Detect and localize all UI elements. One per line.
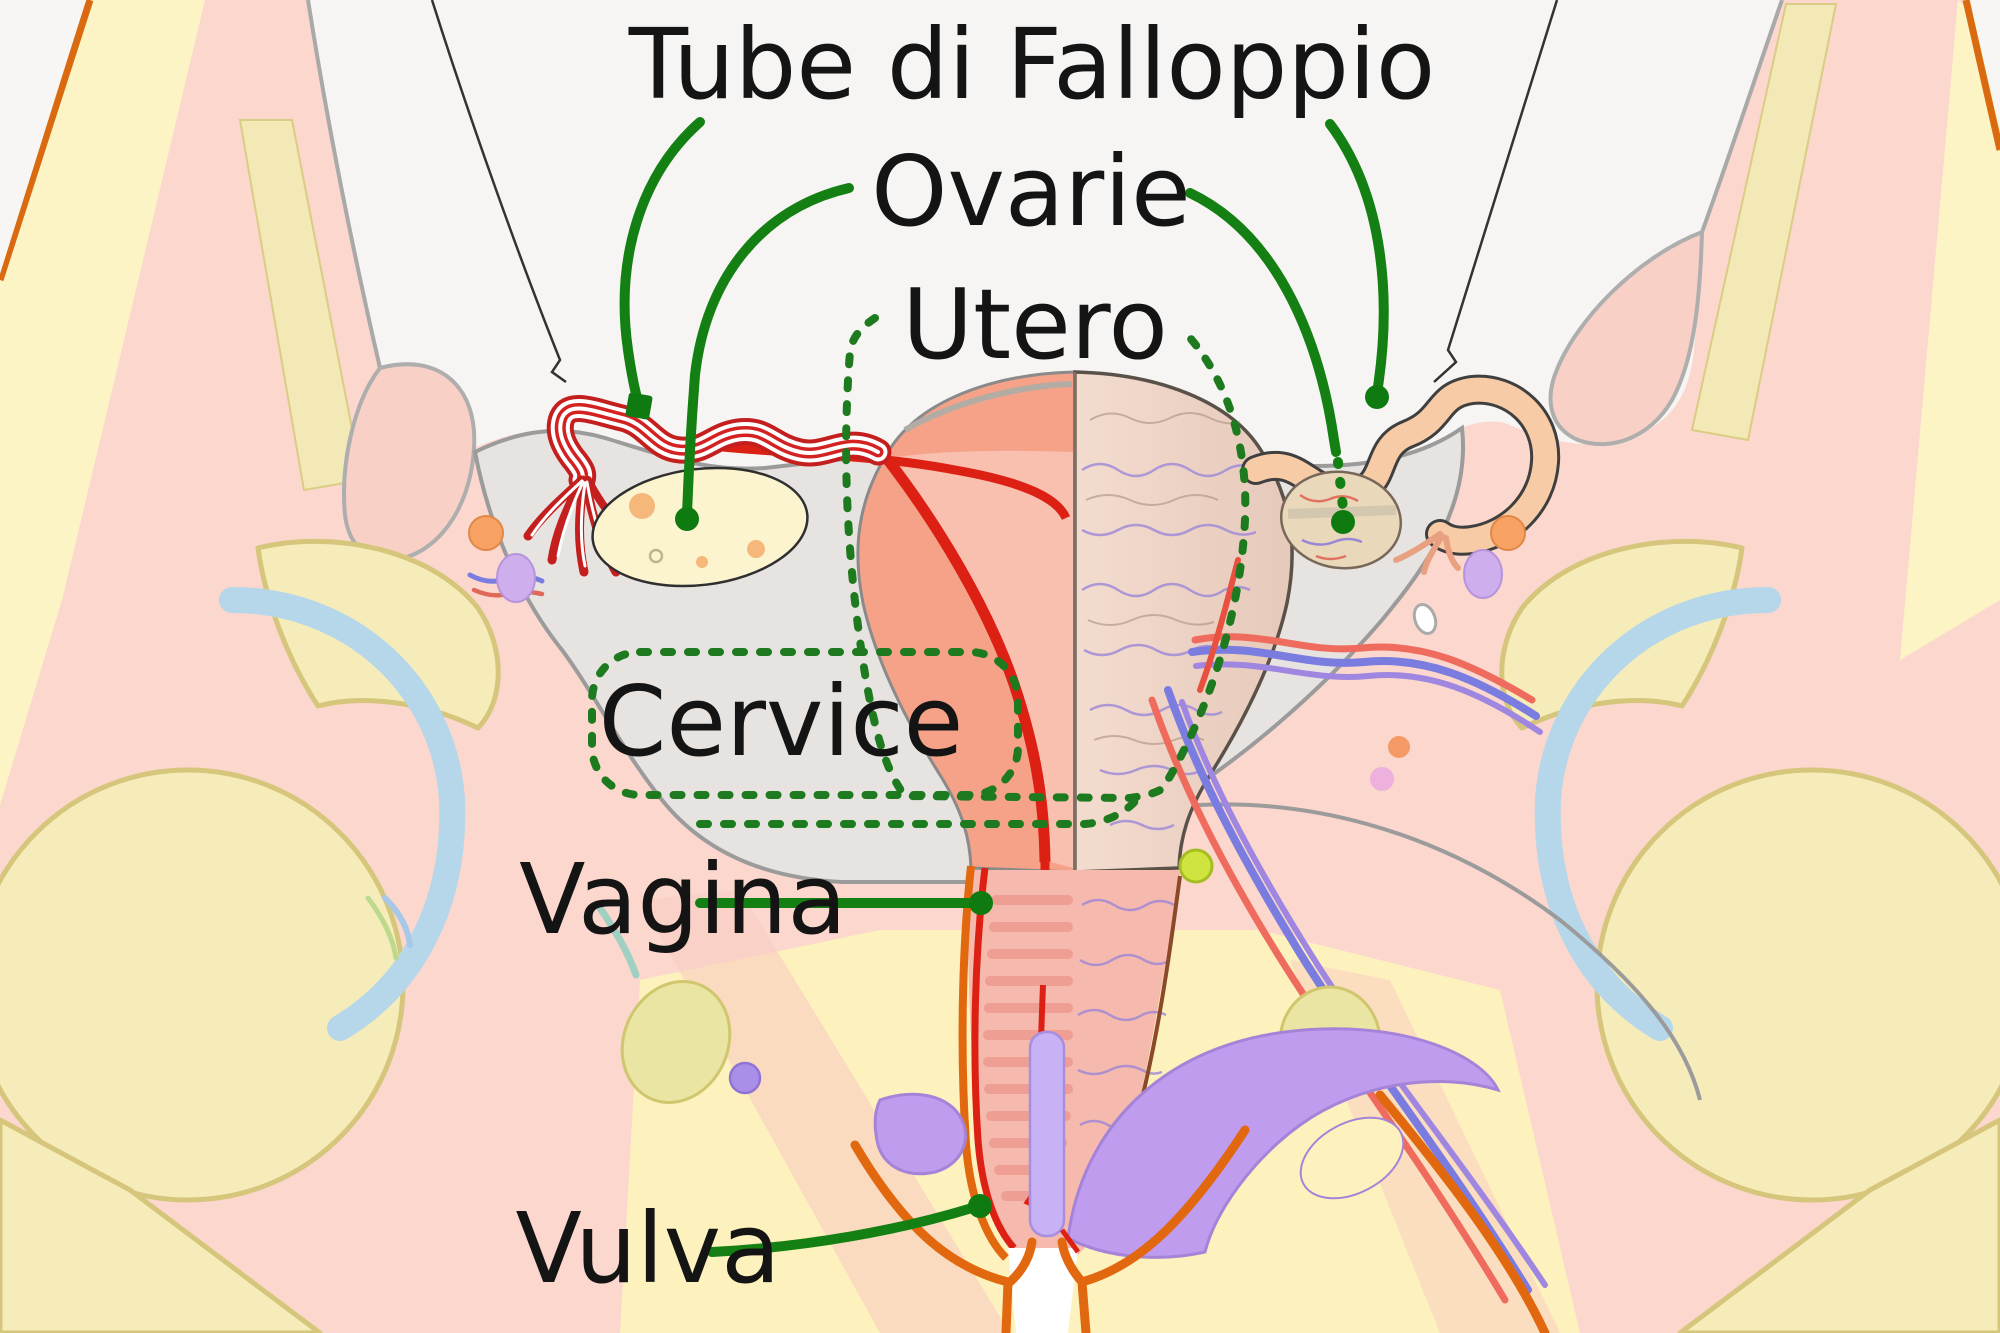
ovary-left-endpoint (675, 507, 699, 531)
vulva (850, 1090, 1550, 1333)
left-fat-band (0, 0, 205, 805)
right-labia-line (1077, 1125, 1250, 1333)
leader-tube-left (619, 117, 705, 410)
label-cervice: Cervice (599, 665, 964, 778)
pelvic-vessels (467, 557, 1548, 1304)
utero-dotted-outline (842, 314, 1250, 803)
left-femur-shaft (0, 1117, 323, 1333)
left-hip-cartilage (219, 587, 466, 1041)
node-lavender-right (1463, 549, 1503, 599)
label-vagina: Vagina (519, 843, 847, 956)
vulva-endpoint (968, 1194, 992, 1218)
right-groin-crease (1375, 1090, 1550, 1333)
ovary-right-endpoint (1331, 510, 1355, 534)
left-suspensory-ligament-line (430, 0, 567, 384)
node-purple-left (728, 1061, 762, 1095)
left-inner-labia (1005, 1237, 1037, 1287)
left-femur-head (0, 767, 406, 1203)
small-blue-line (382, 895, 413, 948)
node-orange-right (1490, 515, 1526, 551)
right-inner-labia (1057, 1237, 1087, 1287)
levator-ani-left (873, 1092, 968, 1176)
vagina-body (967, 870, 1180, 1262)
vagina-orange-wall-left (958, 865, 1009, 1261)
leader-ovary-left (682, 183, 854, 519)
label-ovarie: Ovarie (871, 135, 1191, 248)
leader-tube-right (1325, 119, 1389, 398)
muscle-arch-opening (1299, 1116, 1405, 1200)
right-fimbriae (1393, 531, 1461, 575)
cervice-dotted-box (588, 648, 1022, 799)
pelvic-floor-edge (1161, 802, 1702, 1101)
uterine-cavity (890, 450, 1073, 868)
leader-vulva (707, 1203, 977, 1257)
follicle (629, 493, 655, 519)
cervix-dotted-extension (696, 791, 1144, 828)
node-green-right (1178, 848, 1214, 884)
leader-endpoints (625, 385, 1389, 1218)
follicle (747, 540, 765, 558)
right-femur-head (1594, 767, 2000, 1203)
tendon-teal (594, 901, 640, 979)
label-tube-di-falloppio: Tube di Falloppio (628, 8, 1435, 121)
pelvic-floor-muscles (873, 985, 1501, 1259)
right-hip-cartilage (1534, 587, 1781, 1041)
labels: Tube di Falloppio Ovarie Utero Cervice V… (515, 8, 1435, 1305)
leader-lines (619, 117, 1389, 1257)
follicle (696, 556, 708, 568)
vagina-endpoint (969, 891, 993, 915)
left-perineal-muscle (620, 980, 732, 1104)
leader-ovary-right-solid (1185, 188, 1341, 457)
tube-canal-red (647, 433, 1071, 521)
node-lavender-left (496, 553, 536, 603)
left-skin-line (0, 0, 94, 282)
pelvic-bones (0, 538, 2000, 1333)
right-psoas-knob (1548, 229, 1705, 447)
node-orange-small (1388, 736, 1410, 758)
round-ligament-opening (1412, 602, 1438, 636)
right-fat-band (1900, 0, 2000, 660)
leader-ovary-right-dashed (1333, 457, 1348, 513)
follicle (648, 548, 664, 564)
lymph-nodes (468, 515, 1526, 1095)
dotted-regions (588, 314, 1250, 828)
node-pink-small (1370, 767, 1394, 791)
vagina-red-lining-left (971, 867, 1017, 1251)
vagina (958, 865, 1182, 1262)
urethra-strip (1028, 1030, 1066, 1238)
tube-right-endpoint (1365, 385, 1389, 409)
small-green-line (365, 895, 399, 961)
levator-ani-right (1066, 1027, 1501, 1259)
right-fascia-band (1690, 3, 1838, 442)
label-vulva: Vulva (515, 1192, 780, 1305)
tube-left-endpoint (625, 392, 653, 420)
right-fallopian-tube (1256, 390, 1545, 575)
label-utero: Utero (902, 268, 1168, 381)
left-acetabulum (255, 538, 501, 731)
right-suspensory-ligament-line (1433, 0, 1559, 383)
right-femur-shaft (1677, 1117, 2000, 1333)
peritoneal-funnel (308, 0, 1782, 469)
left-ovary (591, 466, 809, 588)
left-labia-line (850, 1140, 1013, 1333)
right-skin-line (1962, 0, 2000, 151)
right-acetabulum (1499, 538, 1745, 731)
node-orange-left (468, 515, 504, 551)
